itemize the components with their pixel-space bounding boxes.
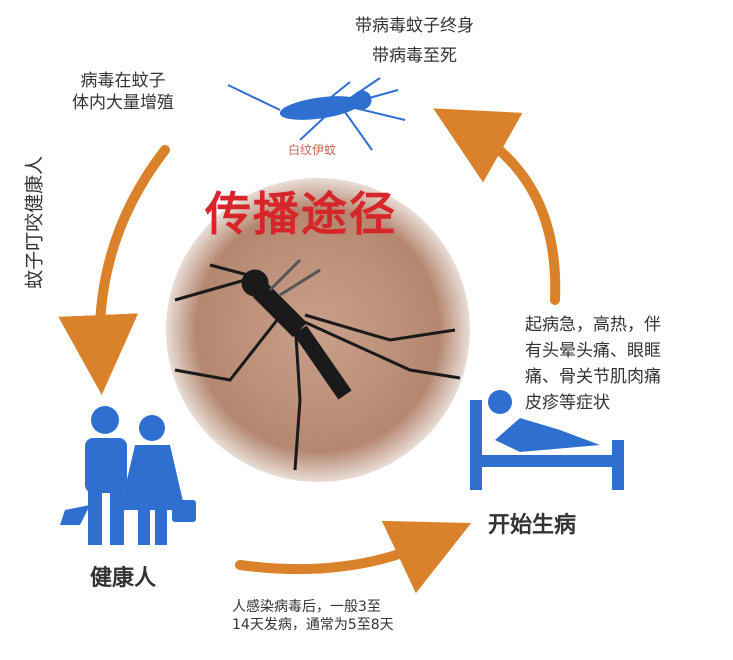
cycle-arrows (58, 108, 561, 594)
text-line: 14天发病，通常为5至8天 (232, 617, 394, 633)
top-right-text: 带病毒蚊子终身 带病毒至死 (355, 15, 474, 67)
arrow-left (58, 145, 170, 395)
tiger-mosquito-illustration (174, 258, 461, 471)
text-line: 病毒在蚊子 (80, 71, 166, 91)
sick-label: 开始生病 (488, 513, 577, 538)
text-line: 痛、骨关节肌肉痛 (525, 367, 661, 387)
diagram-title: 传播途径 (205, 187, 397, 241)
center-photo-circle (166, 178, 470, 482)
text-line: 人感染病毒后，一般3至 (232, 599, 381, 615)
blue-mosquito-icon (227, 77, 406, 151)
arrow-right (433, 108, 561, 305)
mosquito-label: 白纹伊蚊 (288, 143, 337, 157)
top-left-text: 病毒在蚊子 体内大量增殖 (72, 70, 174, 114)
arrow-bottom (235, 520, 472, 594)
text-line: 带病毒至死 (372, 46, 457, 67)
symptoms-text: 起病急，高热，伴 有头晕头痛、眼眶 痛、骨关节肌肉痛 皮疹等症状 (525, 312, 661, 416)
healthy-label: 健康人 (90, 566, 157, 591)
healthy-people-icon (60, 406, 196, 545)
text-line: 起病急，高热，伴 (525, 315, 661, 335)
bottom-text: 人感染病毒后，一般3至 14天发病，通常为5至8天 (232, 598, 394, 634)
text-line: 皮疹等症状 (525, 393, 610, 413)
text-line: 体内大量增殖 (72, 93, 174, 114)
sick-bed-icon (470, 390, 624, 490)
text-line: 有头晕头痛、眼眶 (525, 341, 661, 361)
left-vertical-text: 蚊子叮咬健康人 (23, 155, 46, 289)
text-line: 带病毒蚊子终身 (355, 16, 474, 36)
